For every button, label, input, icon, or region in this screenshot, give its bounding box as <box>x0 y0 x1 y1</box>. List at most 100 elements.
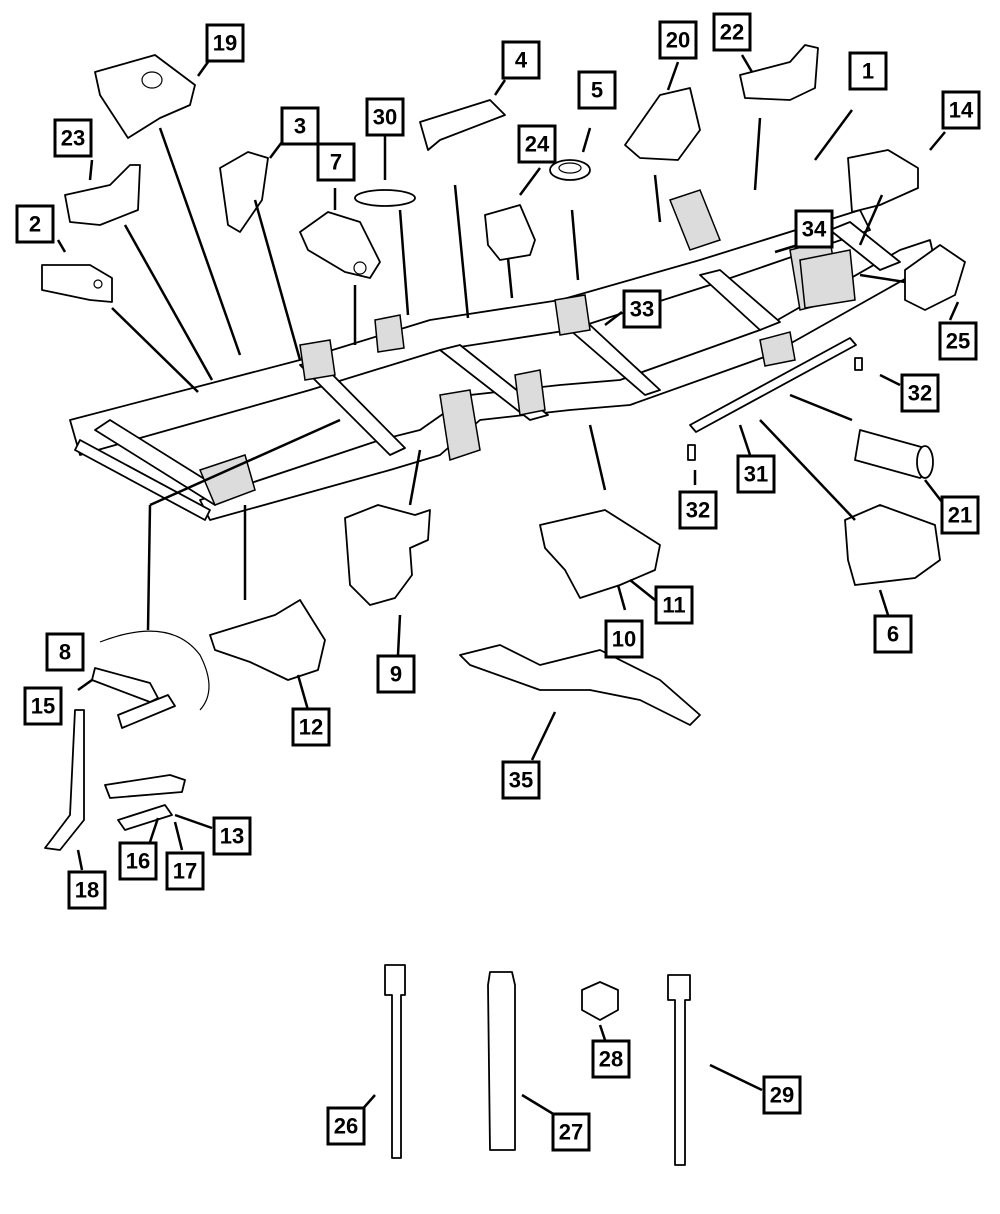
svg-text:19: 19 <box>213 31 237 56</box>
svg-text:31: 31 <box>744 462 768 487</box>
part-28-nut <box>581 981 619 1021</box>
svg-text:21: 21 <box>948 503 972 528</box>
callout-33: 33 <box>622 289 662 329</box>
callout-8: 8 <box>45 632 85 672</box>
part-24-mount <box>484 204 536 261</box>
part-2-hole <box>93 279 103 289</box>
part-7-hole <box>353 261 367 275</box>
callout-14: 14 <box>941 90 981 130</box>
svg-text:4: 4 <box>515 48 528 73</box>
svg-text:2: 2 <box>29 212 41 237</box>
svg-text:16: 16 <box>126 849 150 874</box>
callout-5: 5 <box>577 70 617 110</box>
callout-15: 15 <box>23 686 63 726</box>
part-18-bolt <box>44 709 85 851</box>
callout-11: 11 <box>654 585 694 625</box>
svg-text:33: 33 <box>630 297 654 322</box>
svg-text:5: 5 <box>591 78 603 103</box>
part-19-hole <box>141 71 163 89</box>
part-12-bracket <box>209 599 326 681</box>
svg-text:6: 6 <box>887 622 899 647</box>
callout-27: 27 <box>551 1112 591 1152</box>
callout-31: 31 <box>736 454 776 494</box>
part-15-bolt <box>91 667 159 703</box>
svg-text:32: 32 <box>686 498 710 523</box>
callout-32a: 32 <box>900 373 940 413</box>
svg-text:3: 3 <box>294 114 306 139</box>
callout-35: 35 <box>501 760 541 800</box>
svg-text:10: 10 <box>612 627 636 652</box>
part-27-spacer <box>487 971 516 1151</box>
part-4-plate <box>419 99 506 151</box>
svg-text:7: 7 <box>330 150 342 175</box>
svg-text:34: 34 <box>802 217 827 242</box>
part-10-bracket <box>539 509 661 599</box>
part-20-bracket <box>624 87 701 161</box>
part-8-arc <box>99 630 210 711</box>
callout-30: 30 <box>365 97 405 137</box>
svg-text:11: 11 <box>662 593 685 618</box>
callout-9: 9 <box>376 654 416 694</box>
svg-text:22: 22 <box>720 20 744 45</box>
svg-text:14: 14 <box>949 98 974 123</box>
svg-text:29: 29 <box>770 1083 794 1108</box>
part-14-bracket <box>847 149 919 213</box>
callout-13: 13 <box>212 816 252 856</box>
svg-text:8: 8 <box>59 640 71 665</box>
svg-text:28: 28 <box>599 1047 623 1072</box>
callout-16: 16 <box>118 841 158 881</box>
part-13-bolt <box>104 774 186 799</box>
callout-1: 1 <box>848 51 888 91</box>
callout-17: 17 <box>165 851 205 891</box>
part-30-plug <box>354 189 416 207</box>
part-22-bracket <box>739 44 819 101</box>
part-25-bracket <box>904 244 966 311</box>
part-32a-bolt <box>854 357 863 371</box>
callout-4: 4 <box>501 40 541 80</box>
callout-6: 6 <box>873 614 913 654</box>
callout-3: 3 <box>280 106 320 146</box>
main-frame-assembly <box>69 189 936 521</box>
svg-text:20: 20 <box>666 28 690 53</box>
part-35-crossmember <box>459 644 701 726</box>
svg-text:24: 24 <box>525 132 550 157</box>
part-31-bar <box>689 337 857 433</box>
callout-22: 22 <box>712 12 752 52</box>
part-9-bracket <box>344 504 431 606</box>
callout-19: 19 <box>205 23 245 63</box>
part-7-mount <box>299 211 381 279</box>
svg-text:12: 12 <box>299 715 323 740</box>
part-15-bolt-2 <box>117 694 176 729</box>
part-16-bolt <box>117 804 173 831</box>
callout-29: 29 <box>762 1075 802 1115</box>
svg-text:27: 27 <box>559 1120 583 1145</box>
svg-text:9: 9 <box>390 662 402 687</box>
svg-text:1: 1 <box>862 59 874 84</box>
callout-12: 12 <box>291 707 331 747</box>
callout-23: 23 <box>53 118 93 158</box>
part-32b-bolt <box>687 444 696 461</box>
svg-text:18: 18 <box>75 878 99 903</box>
part-3-bracket <box>219 151 269 233</box>
callout-26: 26 <box>326 1106 366 1146</box>
part-29-bolt <box>667 974 691 1166</box>
part-5-grommet-inner <box>558 162 582 174</box>
part-5-grommet <box>549 159 591 181</box>
callout-10: 10 <box>604 619 644 659</box>
svg-text:32: 32 <box>908 381 932 406</box>
part-23-bracket <box>64 164 141 226</box>
svg-text:26: 26 <box>334 1114 358 1139</box>
part-2-bracket <box>41 264 113 303</box>
svg-text:13: 13 <box>220 824 244 849</box>
part-6-bracket <box>844 504 941 586</box>
part-21-tube-end <box>916 445 934 479</box>
callout-18: 18 <box>67 870 107 910</box>
svg-text:17: 17 <box>173 859 197 884</box>
callout-2: 2 <box>15 204 55 244</box>
svg-text:25: 25 <box>946 329 970 354</box>
svg-text:23: 23 <box>61 126 85 151</box>
callout-21: 21 <box>940 495 980 535</box>
callout-20: 20 <box>658 20 698 60</box>
part-19-plate <box>94 54 196 139</box>
